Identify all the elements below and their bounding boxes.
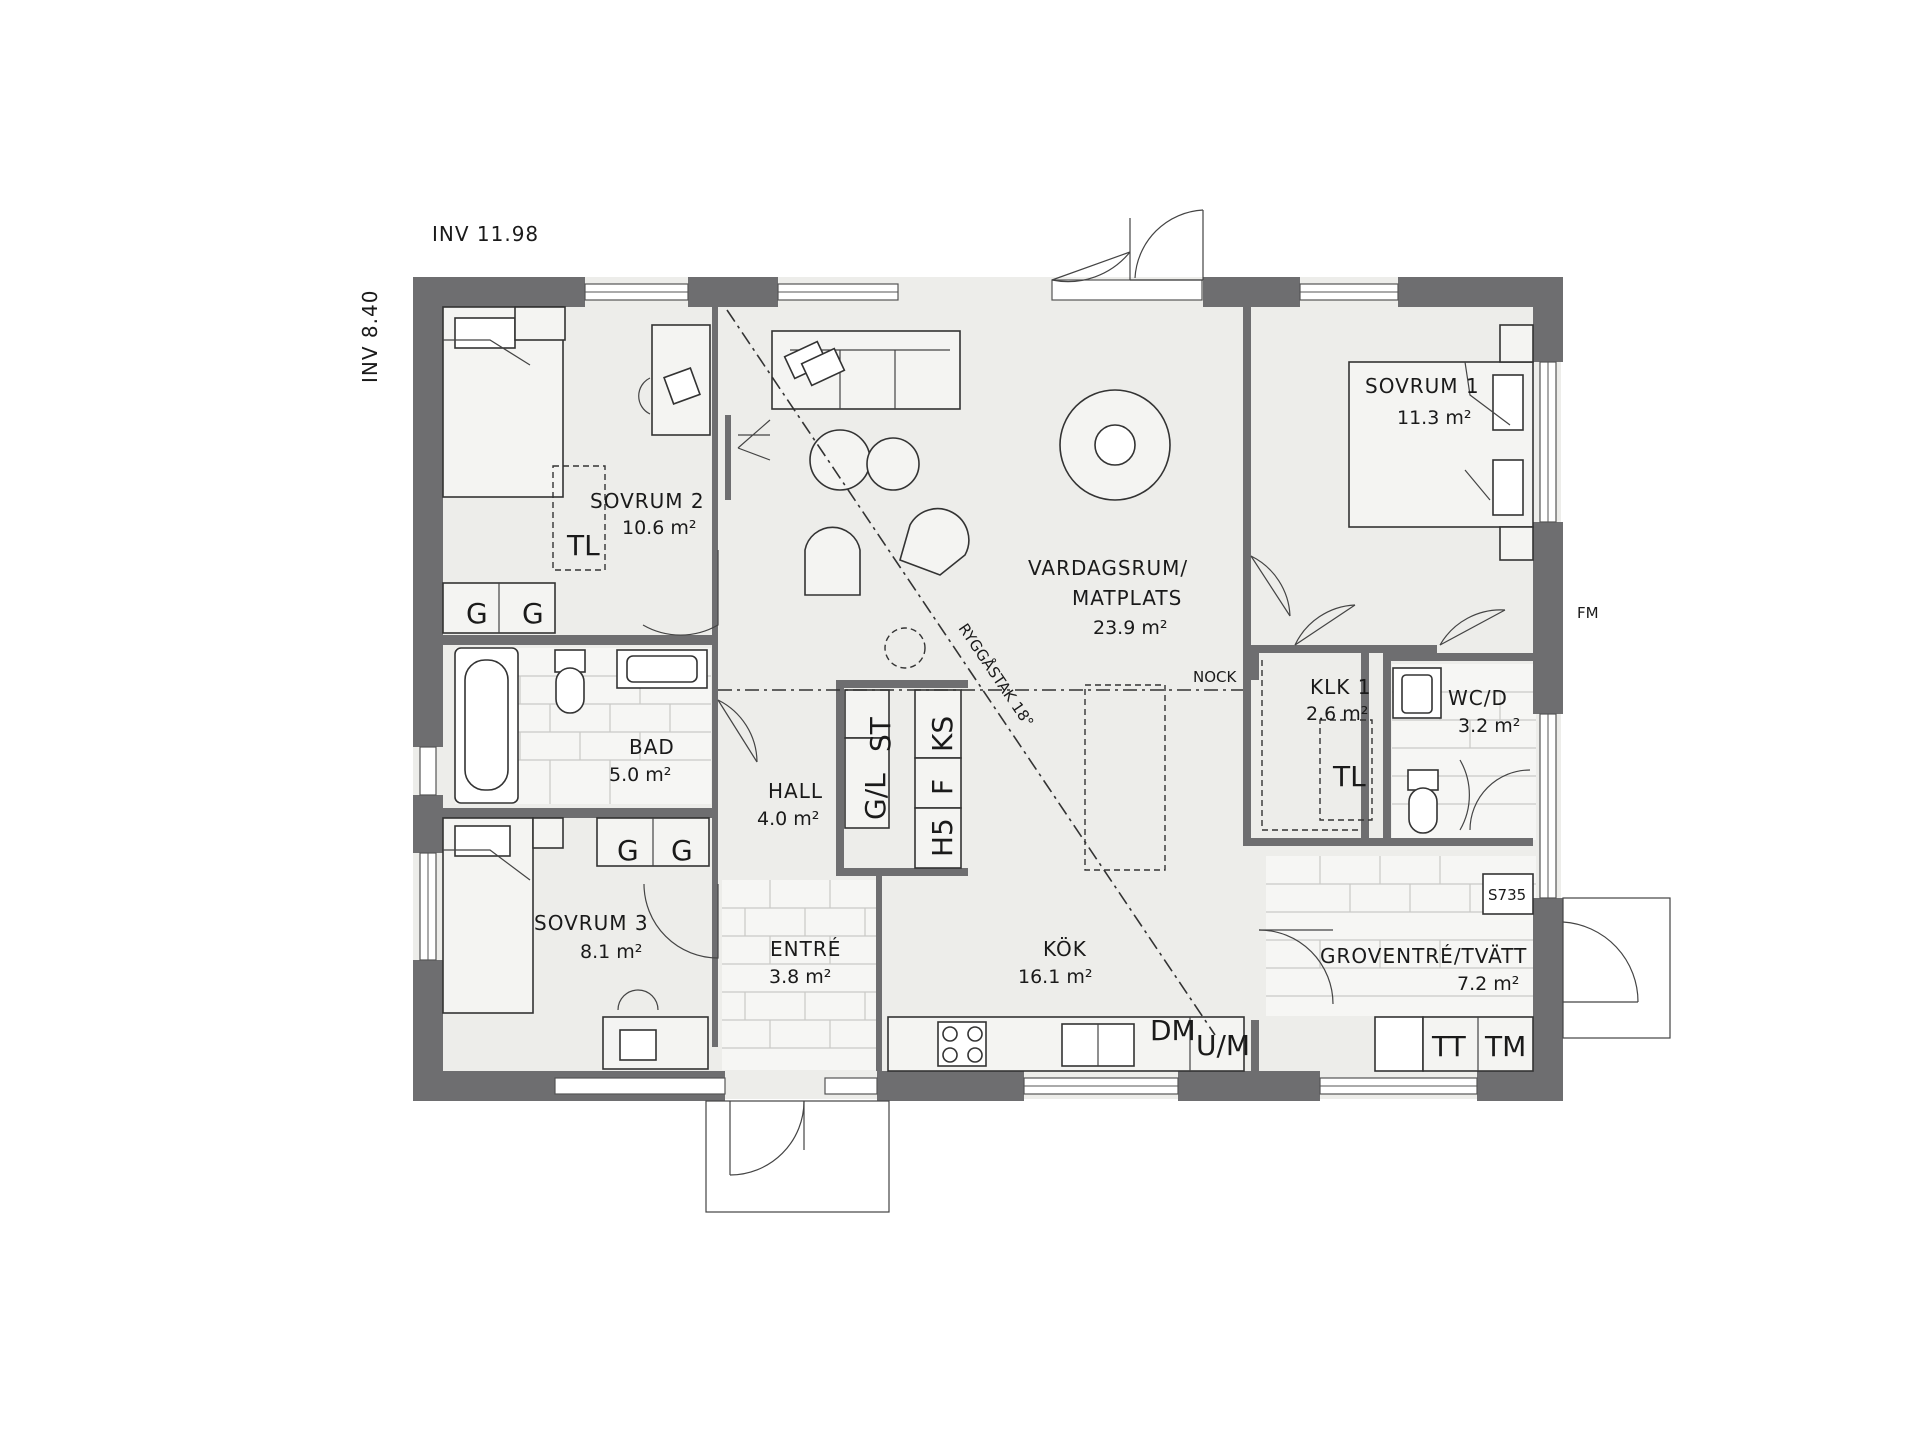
g-label-2: G (522, 597, 544, 630)
s735-label: S735 (1488, 886, 1526, 904)
klk-name: KLK 1 (1310, 675, 1371, 699)
um-label: U/M (1196, 1029, 1250, 1062)
bad-furniture (454, 647, 708, 804)
gl-label: G/L (859, 773, 892, 820)
g-label-3: G (617, 834, 639, 867)
wcd-furniture (1392, 667, 1531, 834)
sovrum2-name: SOVRUM 2 (590, 489, 705, 513)
wcd-name: WC/D (1448, 686, 1508, 710)
tl-label-klk: TL (1332, 760, 1366, 793)
fm-label: FM (1577, 604, 1599, 622)
interior-walls (443, 307, 1533, 1071)
sovrum3-name: SOVRUM 3 (534, 911, 649, 935)
sovrum1-furniture (1348, 324, 1534, 561)
vardagsrum-area: 23.9 m² (1093, 617, 1167, 639)
bad-area: 5.0 m² (609, 764, 671, 786)
entre-name: ENTRÉ (770, 937, 841, 961)
entre-area: 3.8 m² (769, 966, 831, 988)
sovrum2-furniture (442, 306, 711, 634)
kok-area: 16.1 m² (1018, 966, 1092, 988)
tt-label: TT (1431, 1030, 1467, 1063)
windows (419, 283, 1557, 1095)
width-dimension: INV 11.98 (432, 222, 539, 246)
kitchen-furniture (844, 689, 1245, 1072)
height-dimension: INV 8.40 (358, 290, 382, 383)
sovrum1-name: SOVRUM 1 (1365, 374, 1480, 398)
wcd-area: 3.2 m² (1458, 715, 1520, 737)
ks-label: KS (926, 716, 959, 752)
kok-name: KÖK (1043, 937, 1087, 961)
klk-area: 2.6 m² (1306, 703, 1368, 725)
h5-label: H5 (926, 818, 959, 857)
dm-label: DM (1150, 1014, 1196, 1047)
sovrum2-area: 10.6 m² (622, 517, 696, 539)
f-label: F (926, 779, 959, 795)
hall-name: HALL (768, 779, 823, 803)
groventre-name: GROVENTRÉ/TVÄTT (1320, 944, 1527, 968)
sovrum3-furniture (442, 817, 710, 1070)
entre-tiles (722, 880, 880, 1070)
nock-label: NOCK (1193, 668, 1238, 686)
vardagsrum-name-2: MATPLATS (1072, 586, 1182, 610)
g-label-4: G (671, 834, 693, 867)
groventre-furniture (1374, 873, 1534, 1072)
doors (642, 209, 1671, 1213)
hall-area: 4.0 m² (757, 808, 819, 830)
living-furniture (725, 330, 1171, 871)
klk-furniture (1261, 660, 1373, 831)
vardagsrum-name-1: VARDAGSRUM/ (1028, 556, 1188, 580)
sovrum3-area: 8.1 m² (580, 941, 642, 963)
sovrum1-area: 11.3 m² (1397, 407, 1471, 429)
tm-label: TM (1484, 1030, 1526, 1063)
groventre-area: 7.2 m² (1457, 973, 1519, 995)
tl-label-sovrum2: TL (566, 529, 600, 562)
st-label: ST (864, 716, 897, 752)
g-label-1: G (466, 597, 488, 630)
bad-name: BAD (629, 735, 675, 759)
roof-lines (718, 309, 1243, 1036)
